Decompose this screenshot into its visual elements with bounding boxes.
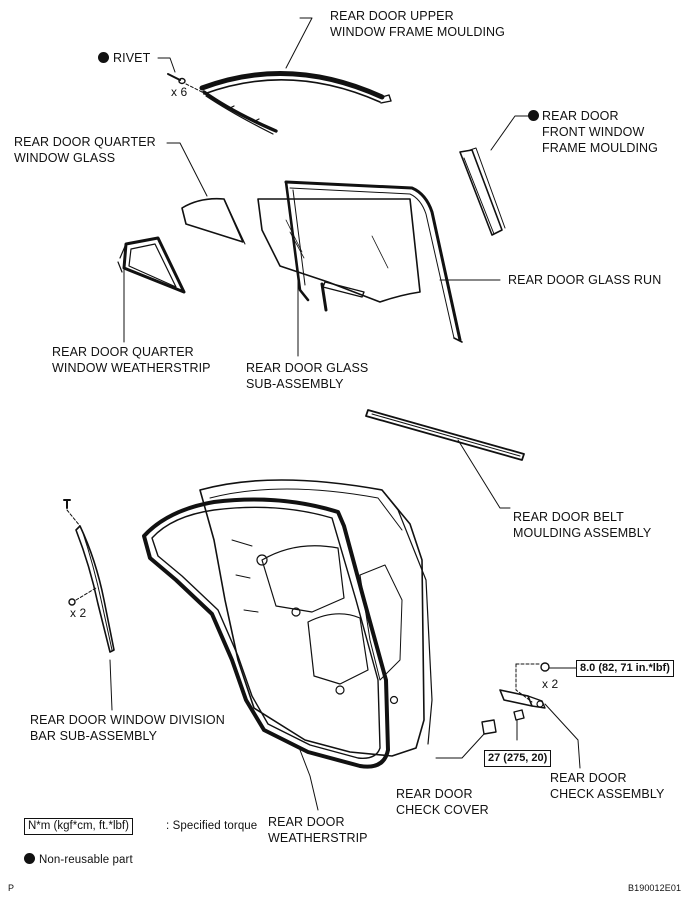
label-quarter-window-weatherstrip: REAR DOOR QUARTER WINDOW WEATHERSTRIP (52, 345, 211, 375)
upper-window-frame-moulding (199, 70, 392, 135)
door-shell (199, 479, 433, 757)
door-glass-sub-assembly (257, 198, 421, 312)
label-upper-window-frame-moulding: REAR DOOR UPPER WINDOW FRAME MOULDING (330, 9, 506, 39)
window-division-bar (63, 499, 115, 711)
label-rivet-qty: x 6 (171, 85, 188, 99)
label-glass-sub-assembly: REAR DOOR GLASS SUB-ASSEMBLY (246, 361, 369, 391)
belt-moulding-assembly (365, 409, 525, 509)
label-check-cover: REAR DOOR CHECK COVER (396, 787, 489, 817)
label-check-assembly: REAR DOOR CHECK ASSEMBLY (550, 771, 665, 801)
non-reusable-dot-icon (528, 110, 539, 121)
footer-page-letter: P (8, 883, 15, 893)
label-rivet: RIVET (98, 50, 150, 66)
label-glass-run: REAR DOOR GLASS RUN (508, 273, 662, 287)
door-glass-run (284, 180, 463, 343)
label-check-bolt-qty: x 2 (542, 677, 559, 691)
rivet-text: RIVET (113, 51, 151, 65)
quarter-window-weatherstrip (117, 236, 186, 294)
legend-non-reusable: Non-reusable part (24, 852, 133, 868)
non-reusable-dot-icon (24, 853, 35, 864)
leader-lines-middle (123, 269, 501, 357)
label-belt-moulding: REAR DOOR BELT MOULDING ASSEMBLY (513, 510, 652, 540)
label-quarter-window-glass: REAR DOOR QUARTER WINDOW GLASS (14, 135, 156, 165)
label-division-bar-qty: x 2 (70, 606, 87, 620)
rivet-part (167, 73, 203, 93)
door-weatherstrip (142, 497, 390, 811)
leader-lines-top (157, 17, 531, 197)
footer-figure-code: B190012E01 (628, 883, 682, 893)
quarter-window-glass (181, 197, 246, 245)
legend-torque-description: : Specified torque (166, 820, 258, 832)
non-reusable-dot-icon (98, 52, 109, 63)
front-moulding-text: REAR DOOR FRONT WINDOW FRAME MOULDING (542, 109, 658, 155)
label-window-division-bar: REAR DOOR WINDOW DIVISION BAR SUB-ASSEMB… (30, 713, 225, 743)
front-window-frame-moulding (459, 147, 506, 236)
non-reusable-text: Non-reusable part (39, 854, 133, 866)
torque-box-check-nut: 27 (275, 20) (484, 750, 552, 767)
label-door-weatherstrip: REAR DOOR WEATHERSTRIP (268, 815, 368, 845)
door-check-parts (435, 662, 581, 769)
torque-box-check-bolt: 8.0 (82, 71 in.*lbf) (576, 660, 674, 677)
legend-torque-unit-box: N*m (kgf*cm, ft.*lbf) (24, 818, 133, 835)
